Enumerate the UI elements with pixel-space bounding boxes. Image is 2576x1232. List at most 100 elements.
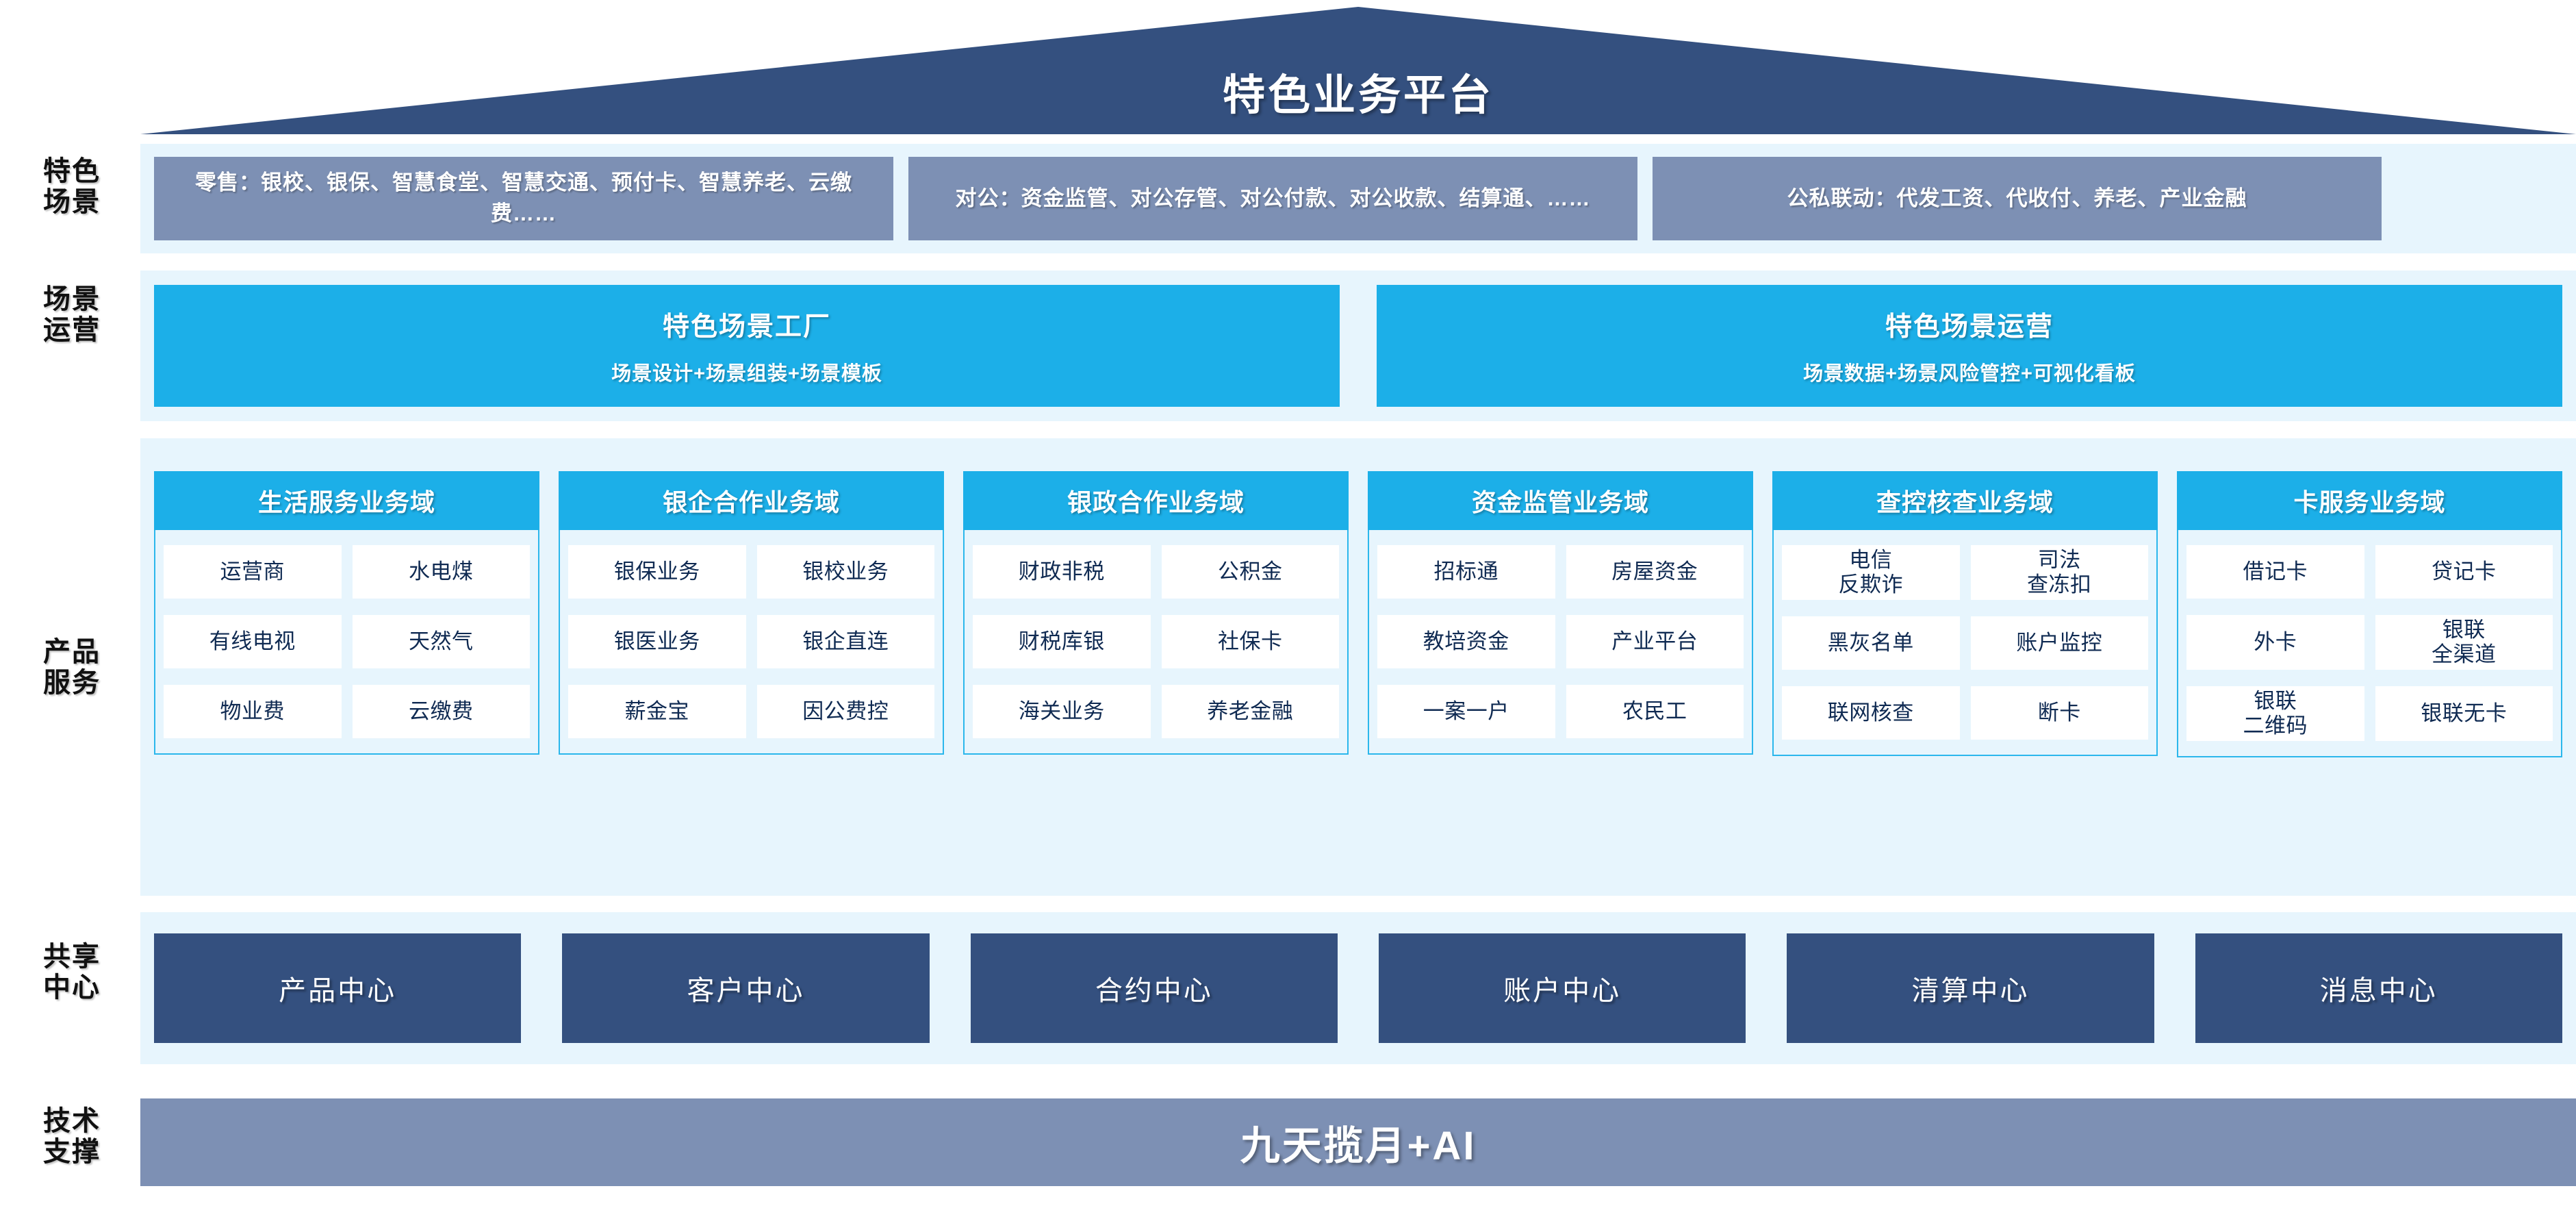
domain-body-fund-supervision: 招标通 房屋资金 教培资金 产业平台 一案一户 农民工: [1368, 530, 1753, 755]
domain-chip[interactable]: 财政非税: [973, 545, 1151, 599]
domain-row: 物业费 云缴费: [164, 685, 530, 738]
domain-body-card-service: 借记卡 贷记卡 外卡 银联 全渠道 银联 二维码 银联无卡: [2177, 530, 2562, 757]
domain-chip[interactable]: 公积金: [1161, 545, 1339, 599]
domain-chip[interactable]: 海关业务: [973, 685, 1151, 738]
rail-label-tech: 技术 支撑: [21, 1106, 123, 1168]
domain-chip[interactable]: 一案一户: [1377, 685, 1555, 738]
domain-column-bank-government: 银政合作业务域 财政非税 公积金 财税库银 社保卡 海关业务 养老金融: [963, 471, 1349, 755]
domain-row: 黑灰名单 账户监控: [1782, 616, 2148, 670]
rail-label-scene-line2: 场景: [43, 186, 101, 217]
domain-chip[interactable]: 天然气: [352, 615, 530, 668]
rail-label-shared: 共享 中心: [21, 942, 123, 1003]
tech-support-row: 九天揽月+AI: [140, 1098, 2576, 1186]
domain-chip[interactable]: 物业费: [164, 685, 342, 738]
domain-title-life-service: 生活服务业务域: [154, 471, 539, 530]
domain-body-bank-government: 财政非税 公积金 财税库银 社保卡 海关业务 养老金融: [963, 530, 1349, 755]
domain-row: 财政非税 公积金: [973, 545, 1339, 599]
domain-row: 薪金宝 因公费控: [568, 685, 934, 738]
shared-center-product[interactable]: 产品中心: [154, 933, 522, 1043]
rail-label-tech-line1: 技术: [43, 1106, 101, 1136]
domain-row: 招标通 房屋资金: [1377, 545, 1744, 599]
rail-label-product-line1: 产品: [43, 637, 101, 667]
domain-chip[interactable]: 银联 全渠道: [2375, 615, 2553, 670]
domain-chip[interactable]: 云缴费: [352, 685, 530, 738]
domain-title-fund-supervision: 资金监管业务域: [1368, 471, 1753, 530]
domain-chip[interactable]: 贷记卡: [2375, 545, 2553, 599]
domain-chip[interactable]: 外卡: [2186, 615, 2364, 670]
domain-title-card-service: 卡服务业务域: [2177, 471, 2562, 530]
shared-center-message[interactable]: 消息中心: [2195, 933, 2562, 1043]
tech-support-label: 九天揽月+AI: [1240, 1124, 1477, 1168]
ops-subtitle-scene-operation: 场景数据+场景风险管控+可视化看板: [1803, 363, 2136, 385]
domain-row: 海关业务 养老金融: [973, 685, 1339, 738]
rail-label-product: 产品 服务: [21, 637, 123, 699]
ops-box-scene-factory[interactable]: 特色场景工厂 场景设计+场景组装+场景模板: [154, 285, 1340, 407]
domain-chip[interactable]: 电信 反欺诈: [1782, 545, 1960, 600]
rail-label-tech-line2: 支撑: [43, 1136, 101, 1167]
domain-chip[interactable]: 运营商: [164, 545, 342, 599]
platform-roof-banner: 特色业务平台: [0, 0, 2576, 134]
ops-title-scene-operation: 特色场景运营: [1885, 312, 2054, 342]
domain-chip[interactable]: 招标通: [1377, 545, 1555, 599]
ops-subtitle-scene-factory: 场景设计+场景组装+场景模板: [611, 363, 882, 385]
domain-chip[interactable]: 借记卡: [2186, 545, 2364, 599]
scene-operation-row: 特色场景工厂 场景设计+场景组装+场景模板 特色场景运营 场景数据+场景风险管控…: [140, 271, 2576, 421]
domain-chip[interactable]: 有线电视: [164, 615, 342, 668]
domain-row: 联网核查 断卡: [1782, 686, 2148, 740]
domain-chip[interactable]: 农民工: [1566, 685, 1744, 738]
ops-box-scene-operation[interactable]: 特色场景运营 场景数据+场景风险管控+可视化看板: [1377, 285, 2562, 407]
rail-label-operation-line2: 运营: [43, 314, 101, 345]
domain-chip[interactable]: 银医业务: [568, 615, 746, 668]
rail-label-product-line2: 服务: [43, 667, 101, 698]
scene-box-corporate[interactable]: 对公：资金监管、对公存管、对公付款、对公收款、结算通、……: [908, 157, 1637, 240]
shared-center-customer[interactable]: 客户中心: [562, 933, 930, 1043]
domain-chip[interactable]: 产业平台: [1566, 615, 1744, 668]
domain-body-bank-enterprise: 银保业务 银校业务 银医业务 银企直连 薪金宝 因公费控: [559, 530, 944, 755]
domain-row: 银医业务 银企直连: [568, 615, 934, 668]
product-service-row: 生活服务业务域 运营商 水电煤 有线电视 天然气 物业费 云缴费 银企合作业务域…: [140, 438, 2576, 896]
scene-box-public-private[interactable]: 公私联动：代发工资、代收付、养老、产业金融: [1653, 157, 2382, 240]
domain-chip[interactable]: 房屋资金: [1566, 545, 1744, 599]
domain-chip[interactable]: 断卡: [1970, 686, 2148, 740]
domain-chip[interactable]: 银企直连: [756, 615, 934, 668]
domain-row: 银联 二维码 银联无卡: [2186, 686, 2553, 741]
shared-center-row: 产品中心 客户中心 合约中心 账户中心 清算中心 消息中心: [140, 912, 2576, 1064]
domain-chip[interactable]: 财税库银: [973, 615, 1151, 668]
domain-chip[interactable]: 黑灰名单: [1782, 616, 1960, 670]
domain-chip[interactable]: 银联 二维码: [2186, 686, 2364, 741]
rail-label-scene-line1: 特色: [43, 156, 101, 186]
domain-chip[interactable]: 银联无卡: [2375, 686, 2553, 741]
domain-column-fund-supervision: 资金监管业务域 招标通 房屋资金 教培资金 产业平台 一案一户 农民工: [1368, 471, 1753, 755]
domain-chip[interactable]: 银保业务: [568, 545, 746, 599]
domain-body-life-service: 运营商 水电煤 有线电视 天然气 物业费 云缴费: [154, 530, 539, 755]
ops-title-scene-factory: 特色场景工厂: [662, 312, 831, 342]
shared-center-contract[interactable]: 合约中心: [970, 933, 1338, 1043]
domain-chip[interactable]: 联网核查: [1782, 686, 1960, 740]
domain-chip[interactable]: 养老金融: [1161, 685, 1339, 738]
domain-title-bank-enterprise: 银企合作业务域: [559, 471, 944, 530]
domain-chip[interactable]: 教培资金: [1377, 615, 1555, 668]
domain-row: 外卡 银联 全渠道: [2186, 615, 2553, 670]
rail-label-scene: 特色 场景: [21, 156, 123, 218]
domain-chip[interactable]: 司法 查冻扣: [1970, 545, 2148, 600]
domain-chip[interactable]: 账户监控: [1970, 616, 2148, 670]
rail-label-operation-line1: 场景: [43, 284, 101, 314]
domain-chip[interactable]: 水电煤: [352, 545, 530, 599]
scene-row: 零售：银校、银保、智慧食堂、智慧交通、预付卡、智慧养老、云缴费…… 对公：资金监…: [140, 144, 2576, 253]
domain-chip[interactable]: 社保卡: [1161, 615, 1339, 668]
shared-center-account[interactable]: 账户中心: [1378, 933, 1746, 1043]
domain-row: 借记卡 贷记卡: [2186, 545, 2553, 599]
domain-chip[interactable]: 银校业务: [756, 545, 934, 599]
rail-label-shared-line2: 中心: [43, 972, 101, 1003]
domain-title-investigation-control: 查控核查业务域: [1772, 471, 2158, 530]
domain-chip[interactable]: 因公费控: [756, 685, 934, 738]
rail-label-operation: 场景 运营: [21, 284, 123, 346]
domain-row: 电信 反欺诈 司法 查冻扣: [1782, 545, 2148, 600]
domain-body-investigation-control: 电信 反欺诈 司法 查冻扣 黑灰名单 账户监控 联网核查 断卡: [1772, 530, 2158, 756]
domain-row: 财税库银 社保卡: [973, 615, 1339, 668]
shared-center-clearing[interactable]: 清算中心: [1787, 933, 2154, 1043]
domain-row: 银保业务 银校业务: [568, 545, 934, 599]
domain-chip[interactable]: 薪金宝: [568, 685, 746, 738]
scene-box-retail[interactable]: 零售：银校、银保、智慧食堂、智慧交通、预付卡、智慧养老、云缴费……: [154, 157, 893, 240]
domain-column-card-service: 卡服务业务域 借记卡 贷记卡 外卡 银联 全渠道 银联 二维码 银联无卡: [2177, 471, 2562, 757]
